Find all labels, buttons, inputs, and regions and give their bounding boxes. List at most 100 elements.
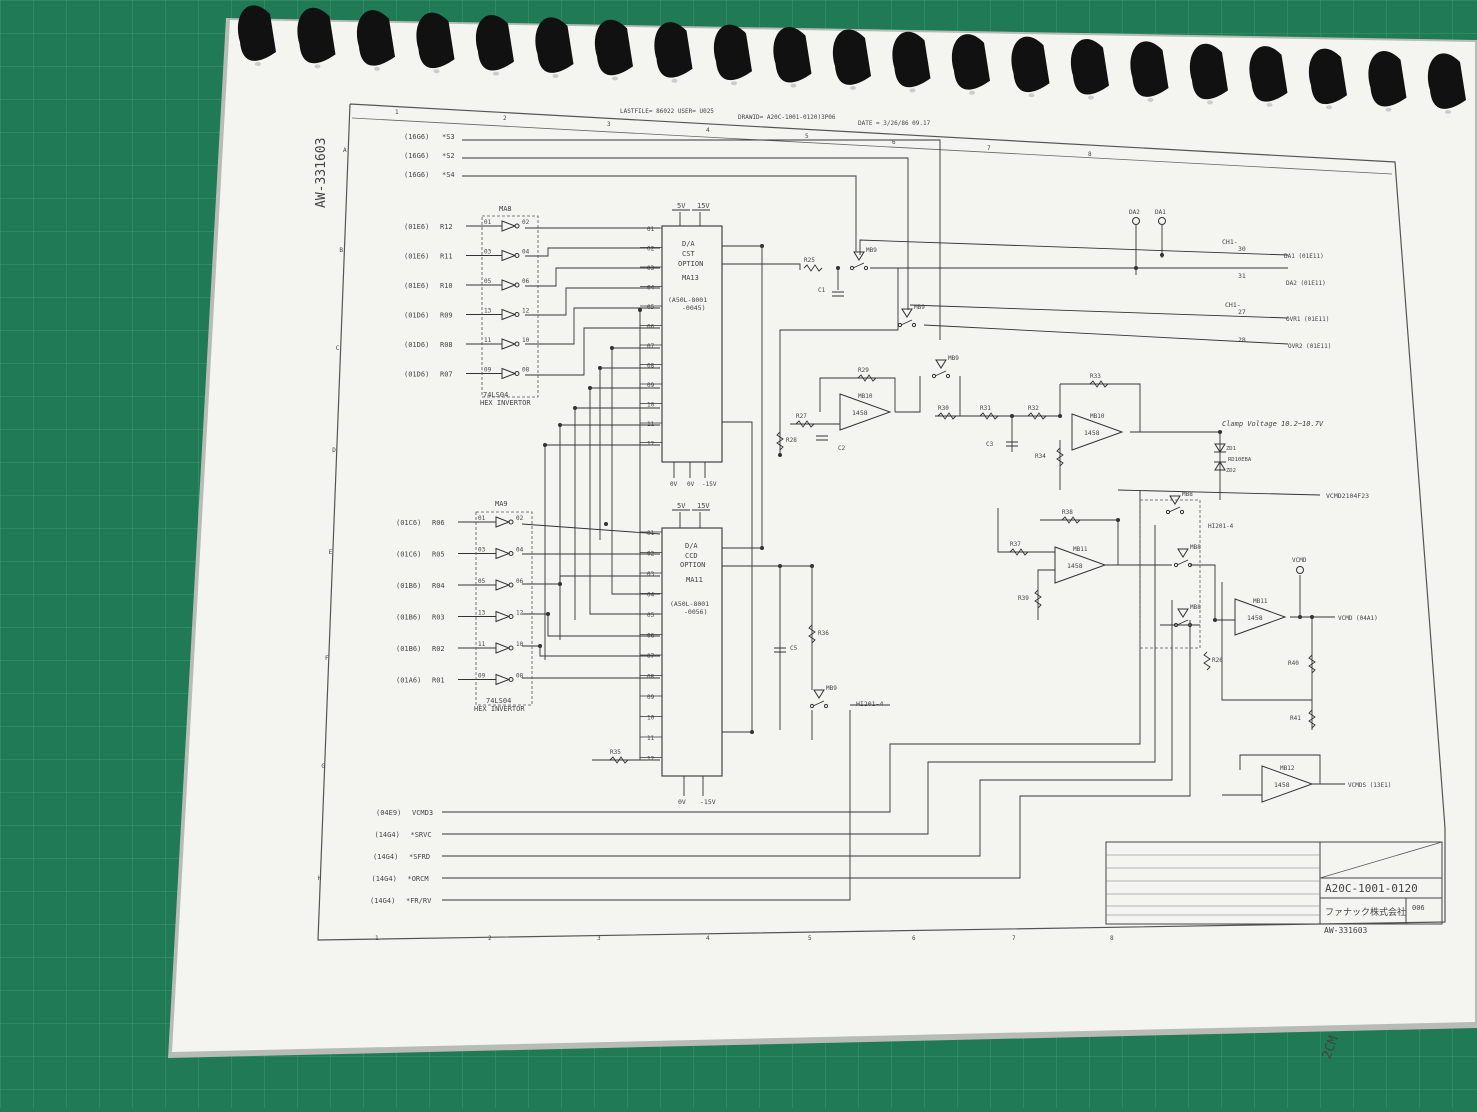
inverter-input-source: (01C6) — [396, 551, 421, 559]
junction-dot — [1134, 266, 1138, 270]
inverter-pin-in: 05 — [478, 578, 486, 585]
dac1-ref: MA13 — [682, 274, 699, 282]
inverter-symbol — [501, 279, 517, 291]
opamp-body — [1261, 765, 1314, 803]
test-point-da1: DA1 — [1155, 209, 1166, 225]
binding-hole — [1266, 102, 1273, 107]
out0-sig: DA1 (01E11) — [1284, 253, 1324, 260]
bottom-input-source: (14G4) — [372, 875, 397, 883]
ruler-row-letter: C — [336, 345, 340, 352]
switch-contact — [911, 322, 917, 328]
resistor-label: R34 — [1035, 453, 1046, 460]
switch-ref: MB8 — [1190, 544, 1201, 551]
inverter-input-source: (01D6) — [404, 371, 429, 379]
zener-pair: ZD1 ZD2 RD10EBA — [1214, 432, 1252, 500]
resistor-symbol — [1308, 709, 1316, 729]
dac-ma11: D/A CCD OPTION MA11 (A50L-8001 -0056) 5V… — [661, 502, 723, 806]
opamp-part: 1458 — [1067, 562, 1083, 570]
dac1-gnd2: -15V — [702, 481, 717, 488]
inverter-pin-in: 13 — [478, 610, 486, 617]
inverter-bubble — [508, 677, 514, 682]
opamp-body — [1071, 413, 1124, 451]
switch-driver — [901, 308, 913, 318]
switch-ref: MB8 — [1182, 491, 1193, 498]
ruler-col-number: 7 — [1012, 935, 1016, 942]
inverter-pin-out: 10 — [522, 337, 530, 344]
dac-pin-label: 08 — [647, 674, 655, 681]
opamp-ref: MB10 — [1090, 413, 1105, 420]
resistor-symbol — [803, 264, 823, 272]
out1-sig: DA2 (01E11) — [1286, 280, 1326, 287]
ma8-desc: HEX INVERTOR — [480, 399, 531, 407]
resistor-label: R33 — [1090, 373, 1101, 380]
output-signals: CH1- 30 DA1 (01E11) 31 DA2 (01E11) CH1- … — [1222, 238, 1331, 350]
resistor-label: R37 — [1010, 541, 1021, 548]
inverter-symbol — [495, 610, 511, 623]
bottom-input-signal: *SRVC — [411, 831, 432, 839]
out1-pin: 31 — [1238, 272, 1246, 280]
dac-pin-label: 09 — [647, 694, 655, 701]
binding-coil — [1249, 46, 1288, 102]
capacitor-symbol — [832, 291, 844, 297]
binding-hole — [433, 69, 440, 74]
binding-hole — [314, 64, 321, 69]
zd1-label: ZD1 — [1226, 446, 1236, 452]
resistor-symbol — [1027, 412, 1047, 420]
inverter-input-signal: R06 — [432, 519, 445, 527]
bottom-input-source: (04E9) — [376, 809, 401, 817]
inverter-input-source: (01B6) — [396, 645, 421, 653]
binding-coil — [654, 22, 693, 78]
inverter-pin-in: 09 — [478, 673, 486, 680]
binding-hole — [969, 90, 975, 95]
dac-pin-label: 08 — [647, 363, 655, 370]
opamp-ref: MB10 — [858, 393, 873, 400]
dac1-part2: -0045) — [682, 304, 705, 312]
dac2-l1: D/A — [685, 542, 698, 550]
resistor-label: R25 — [804, 257, 815, 264]
binding-hole — [1088, 95, 1094, 100]
header-lastfile: LASTFILE= 86022 USER= U025 — [620, 108, 714, 115]
s2-signal: *S2 — [442, 152, 455, 160]
inverter-bubble — [514, 253, 520, 258]
dac-ma13: D/A CST OPTION MA13 (A50L-8001 -0045) 5V… — [661, 202, 723, 488]
header-drawid: DRAWID= A20C-1001-0120)3P06 — [738, 114, 836, 121]
binding-hole — [1445, 110, 1451, 114]
company-name: ファナック株式会社 — [1325, 906, 1406, 918]
junction-dot — [610, 346, 614, 350]
inverter-input-signal: R12 — [440, 223, 453, 231]
binding-coil — [1189, 43, 1228, 100]
inverter-input-source: (01C6) — [396, 519, 421, 527]
dac-pin-label: 11 — [647, 421, 655, 428]
title-block: A20C-1001-0120 ファナック株式会社 006 — [1105, 841, 1443, 925]
binding-coil — [594, 19, 633, 76]
junction-dot — [810, 564, 814, 568]
inverter-bubble — [508, 519, 514, 525]
inverter-symbol — [495, 547, 511, 560]
junction-dot — [546, 612, 550, 616]
dac2-part2: -0056) — [684, 608, 707, 616]
resistor-label: R39 — [1018, 595, 1029, 602]
junction-dot — [836, 266, 840, 270]
dac-pin-label: 02 — [647, 551, 655, 558]
dac-pin-label: 05 — [647, 304, 655, 311]
inverter-pin-in: 09 — [484, 367, 492, 374]
vcmd-ref-signal: VCMD2104F23 — [1326, 492, 1369, 500]
inverter-bubble — [508, 614, 514, 619]
ma9-ref: MA9 — [495, 500, 508, 508]
out0-label: CH1- — [1222, 238, 1238, 246]
switch-driver — [1177, 608, 1189, 618]
switch-contact — [1187, 622, 1193, 628]
dac-pin-label: 02 — [647, 246, 655, 253]
dac1-part: (A50L-8001 — [668, 296, 707, 304]
binding-coil — [1308, 48, 1347, 105]
dac-pin-label: 03 — [647, 571, 655, 578]
junction-dot — [604, 522, 608, 526]
binding-coil — [1070, 38, 1109, 95]
resistor-label: R35 — [610, 749, 621, 756]
inverter-input-source: (01E6) — [404, 253, 429, 261]
inverter-pin-in: 01 — [484, 219, 492, 226]
opamp-body — [839, 393, 892, 431]
